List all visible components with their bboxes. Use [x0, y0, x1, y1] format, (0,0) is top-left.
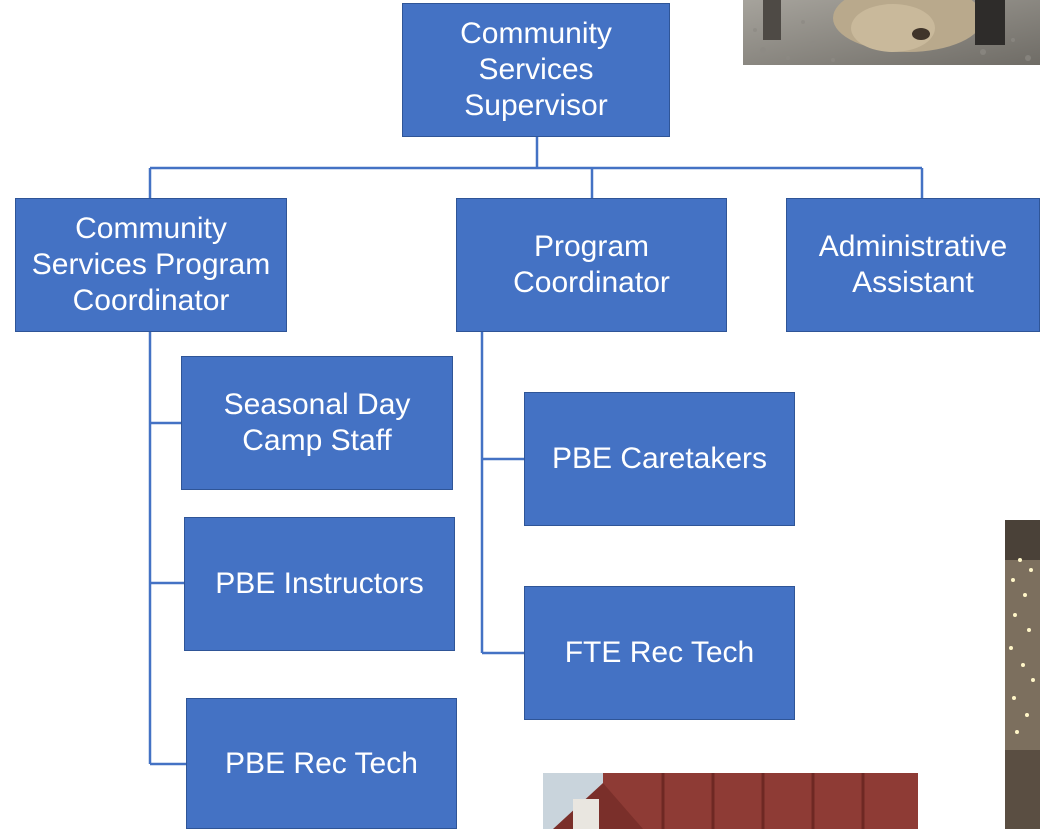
org-box-label: Seasonal Day Camp Staff: [223, 388, 411, 457]
animal-photo-image: [743, 0, 1040, 65]
org-box-seasonal-day-camp-staff: Seasonal Day Camp Staff: [181, 356, 453, 490]
org-box-fte-rec-tech: FTE Rec Tech: [524, 586, 795, 720]
org-box-pbe-rec-tech: PBE Rec Tech: [186, 698, 457, 829]
org-box-administrative-assistant: Administrative Assistant: [786, 198, 1040, 332]
org-box-label: PBE Rec Tech: [225, 746, 418, 780]
string-lights-photo-image: [1005, 520, 1040, 829]
org-box-pbe-caretakers: PBE Caretakers: [524, 392, 795, 526]
org-box-program-coordinator: Program Coordinator: [456, 198, 727, 332]
org-box-pbe-instructors: PBE Instructors: [184, 517, 455, 651]
org-box-community-services-program-coordinator: Community Services Program Coordinator: [15, 198, 287, 332]
org-box-community-services-supervisor: Community Services Supervisor: [402, 3, 670, 137]
org-box-label: PBE Caretakers: [551, 442, 768, 475]
org-box-label: Administrative Assistant: [818, 230, 1008, 299]
photo-barn: [543, 773, 918, 829]
org-box-label: Community Services Program Coordinator: [31, 212, 271, 317]
photo-animal: [743, 0, 1040, 65]
org-box-label: Community Services Supervisor: [460, 17, 612, 122]
org-box-label: PBE Instructors: [215, 567, 424, 600]
org-box-label: Program Coordinator: [513, 230, 670, 299]
barn-photo-image: [543, 773, 918, 829]
photo-string-lights: [1005, 520, 1040, 829]
org-box-label: FTE Rec Tech: [564, 636, 755, 669]
